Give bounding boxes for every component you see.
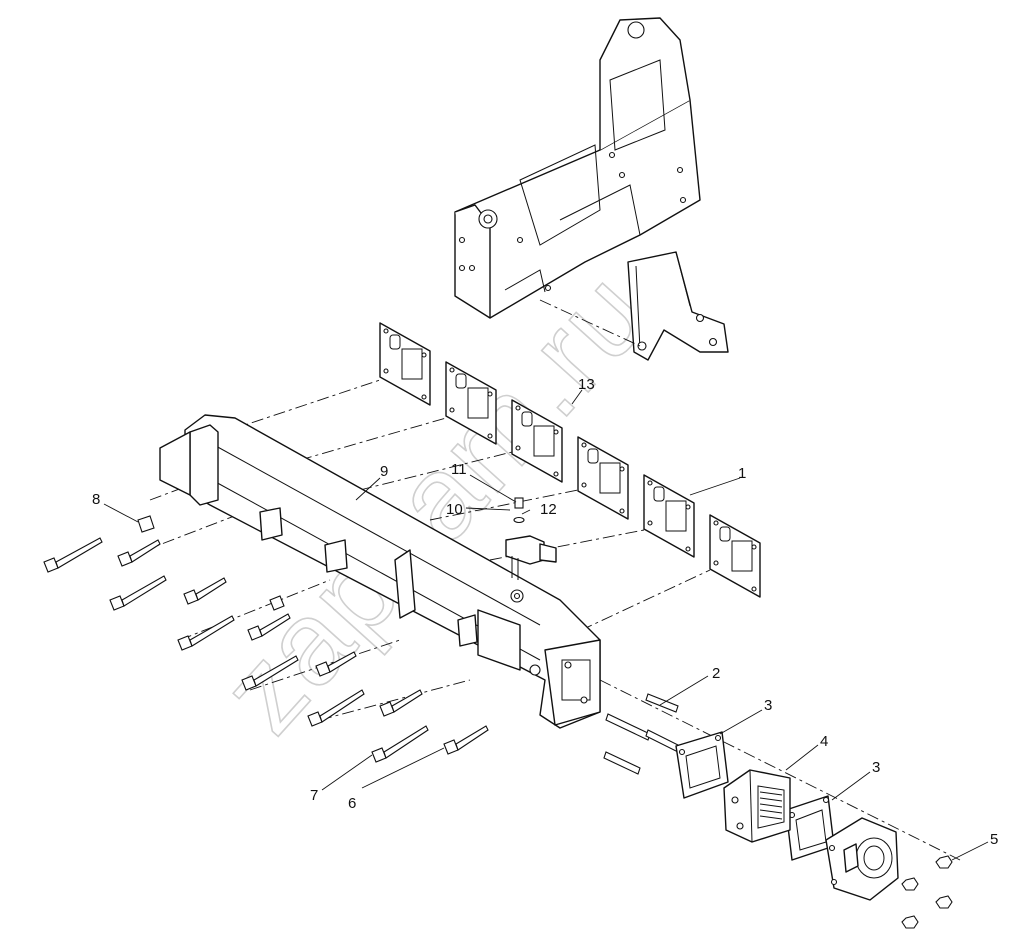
callout-6: 6	[348, 795, 356, 812]
callout-9: 9	[380, 463, 388, 480]
nuts	[901, 855, 953, 929]
exhaust-manifold-part	[159, 414, 601, 729]
bolt-h	[241, 655, 299, 691]
bolt-b	[117, 539, 161, 567]
callout-8: 8	[92, 491, 100, 508]
callout-3b: 3	[872, 759, 880, 776]
gasket-3	[511, 399, 563, 483]
callout-5: 5	[990, 831, 998, 848]
callout-2: 2	[712, 665, 720, 682]
bolt-g	[247, 613, 291, 641]
callout-1: 1	[738, 465, 746, 482]
temperature-sensor-part	[505, 497, 557, 580]
outlet-elbow-part	[825, 817, 899, 901]
manifold-bolts	[43, 515, 489, 763]
flange-gasket-a	[675, 731, 729, 799]
gasket-1	[379, 322, 431, 406]
callout-11: 11	[451, 461, 467, 478]
bolt-8	[137, 515, 155, 533]
gasket-2	[445, 361, 497, 445]
bolt-e	[269, 595, 285, 611]
bolt-a	[43, 537, 103, 573]
bolt-7	[371, 725, 429, 763]
gasket-6	[709, 514, 761, 598]
bolt-j	[307, 689, 365, 727]
bolt-i	[315, 651, 357, 677]
gasket-4	[577, 436, 629, 520]
bolt-k	[379, 689, 423, 717]
spacer-block-part	[723, 769, 791, 843]
bolt-6	[443, 725, 489, 755]
flange-gasket-b	[785, 795, 835, 861]
bolt-f	[177, 615, 235, 651]
gasket-5	[643, 474, 695, 558]
studs	[603, 693, 681, 775]
callout-4: 4	[820, 733, 828, 750]
bolt-c	[109, 575, 167, 611]
callout-7: 7	[310, 787, 318, 804]
bracket-part	[627, 251, 729, 361]
callout-12: 12	[540, 501, 557, 518]
callout-labels: 1 2 3 3 4 5 6 7 8 9 10 11 12 13	[92, 376, 998, 848]
bolt-d	[183, 577, 227, 605]
callout-10: 10	[446, 501, 463, 518]
callout-3a: 3	[764, 697, 772, 714]
cylinder-head-part	[454, 17, 701, 319]
callout-13: 13	[578, 376, 595, 393]
leader-lines	[103, 389, 989, 861]
gasket-set	[379, 322, 761, 598]
